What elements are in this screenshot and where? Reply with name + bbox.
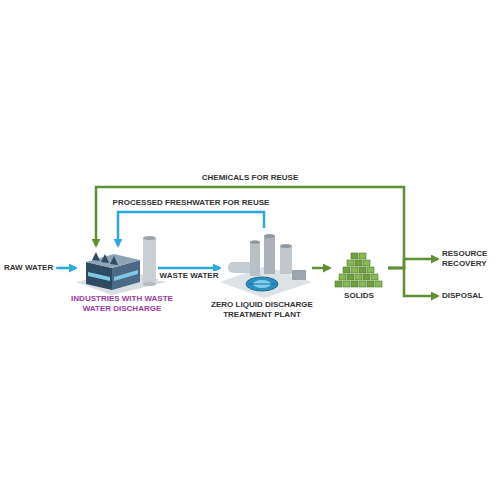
text-node: RESOURCE RECOVERY <box>442 249 494 269</box>
solid-cube <box>367 267 374 273</box>
silo-top <box>264 234 275 238</box>
chimney <box>143 238 156 284</box>
solid-cube <box>375 281 382 287</box>
solid-cube <box>351 281 358 287</box>
text-node: RAW WATER <box>4 263 53 273</box>
icon-node: SOLIDS <box>330 246 388 301</box>
node-label: INDUSTRIES WITH WASTE WATER DISCHARGE <box>62 294 182 314</box>
flow-arrow <box>388 259 438 268</box>
node-label: RAW WATER <box>4 263 53 273</box>
solid-cube <box>363 274 370 280</box>
factory-sawtooth <box>110 256 118 265</box>
flow-label: CHEMICALS FOR REUSE <box>200 173 300 183</box>
chimney-top <box>143 236 156 240</box>
flow-arrow <box>56 267 76 270</box>
flow-arrow <box>118 212 264 246</box>
silo-top <box>250 240 260 244</box>
node-label: SOLIDS <box>330 291 388 301</box>
solid-cube <box>355 260 362 266</box>
plant-icon <box>220 234 312 298</box>
node-label: RESOURCE RECOVERY <box>442 249 494 269</box>
factory-sawtooth <box>92 252 100 261</box>
solid-cube <box>335 281 342 287</box>
flow-arrow <box>96 187 404 268</box>
solid-cube <box>343 281 350 287</box>
silo <box>264 236 275 274</box>
chimney-base <box>143 282 156 286</box>
silo-top <box>280 244 292 248</box>
solid-cube <box>359 281 366 287</box>
solid-cube <box>359 253 366 259</box>
solid-cube <box>347 274 354 280</box>
factory-windows <box>88 272 110 281</box>
clarifier-tank <box>246 277 278 291</box>
clarifier-bridge <box>248 284 276 285</box>
solid-cube <box>371 274 378 280</box>
solid-cube <box>367 281 374 287</box>
flow-label: PROCESSED FRESHWATER FOR REUSE <box>111 198 272 208</box>
pump-house <box>292 270 306 280</box>
flow-arrow <box>388 268 438 296</box>
solid-cube <box>355 274 362 280</box>
node-label: ZERO LIQUID DISCHARGE TREATMENT PLANT <box>200 300 324 320</box>
solid-cube <box>363 260 370 266</box>
solid-cube <box>347 260 354 266</box>
solids-pile <box>335 253 382 287</box>
solid-cube <box>351 267 358 273</box>
text-node: DISPOSAL <box>442 291 483 301</box>
solid-cube <box>343 267 350 273</box>
solid-cube <box>351 253 358 259</box>
flow-label: WASTE WATER <box>158 271 221 281</box>
flow-arrow <box>158 267 220 270</box>
silo <box>280 246 292 274</box>
factory-icon <box>76 236 166 295</box>
solid-cube <box>339 274 346 280</box>
solid-cube <box>359 267 366 273</box>
flow-arrow <box>312 267 330 270</box>
node-label: DISPOSAL <box>442 291 483 301</box>
silo <box>250 242 260 276</box>
factory-windows <box>114 270 138 281</box>
factory-sawtooth <box>101 254 109 263</box>
